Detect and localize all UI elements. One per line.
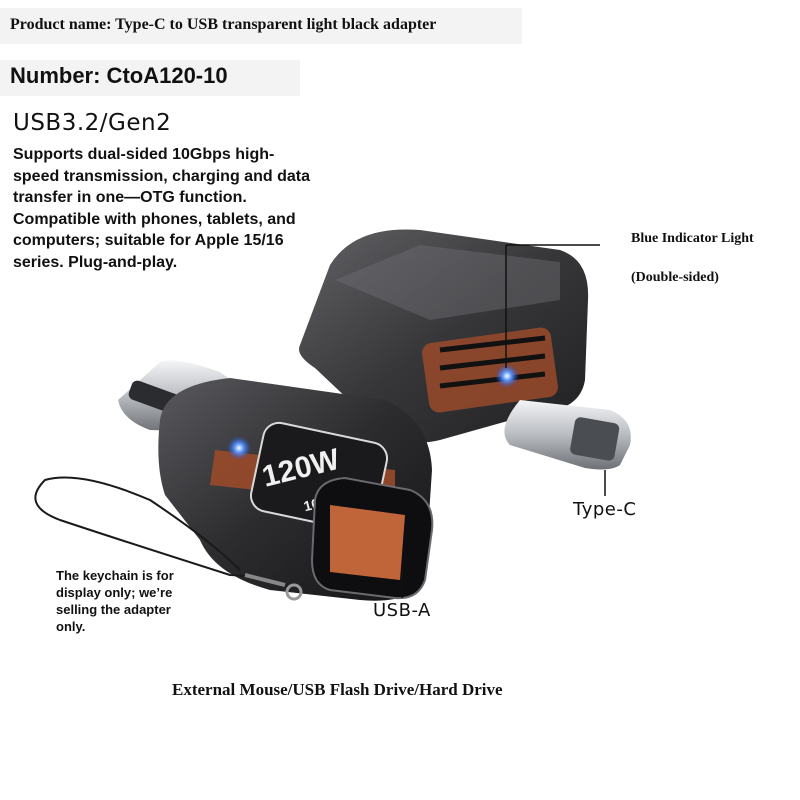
type-c-label: Type-C: [573, 499, 637, 520]
indicator-light-front: [227, 436, 251, 460]
feature-description: Supports dual-sided 10Gbps high-speed tr…: [13, 146, 310, 271]
usb-a-label: USB-A: [373, 600, 431, 621]
product-name: Product name: Type-C to USB transparent …: [10, 16, 437, 33]
keychain-ring: [285, 583, 303, 601]
keychain-note: The keychain is for display only; we’re …: [56, 568, 174, 634]
indicator-light-back: [495, 364, 519, 388]
indicator-light-label: Blue Indicator Light: [631, 231, 754, 246]
callout-lines: [401, 244, 606, 598]
title-background: [0, 8, 522, 44]
number-background: [0, 60, 300, 96]
usb-standard: USB3.2/Gen2: [13, 110, 172, 136]
keychain-lanyard: [34, 476, 291, 589]
adapter-back: [299, 229, 631, 470]
product-number: Number: CtoA120-10: [10, 63, 228, 88]
usage-footer: External Mouse/USB Flash Drive/Hard Driv…: [172, 680, 503, 699]
adapter-front: 120W 10Gbps: [118, 360, 434, 601]
double-sided-label: (Double-sided): [631, 270, 719, 285]
